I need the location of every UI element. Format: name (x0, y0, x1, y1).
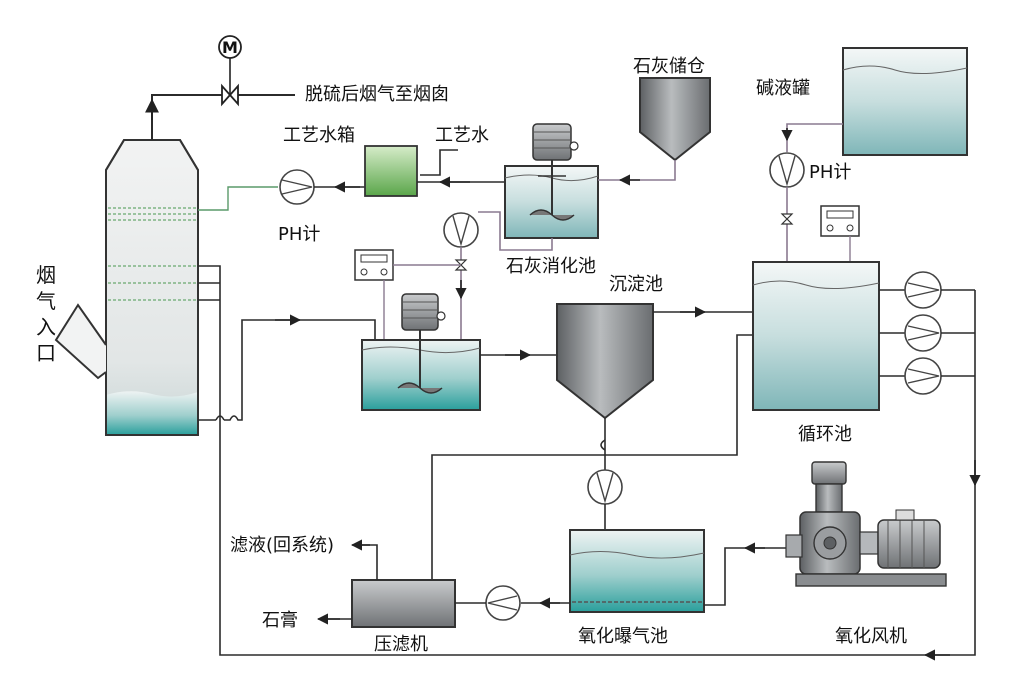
lime-slaking-tank (504, 123, 599, 239)
circulation-tank (752, 261, 880, 411)
sedimentation-tank (556, 303, 654, 420)
ph-meter-left (279, 169, 315, 205)
circulation-pump-2-icon (904, 314, 942, 352)
label-lime-silo: 石灰储仓 (633, 56, 705, 77)
circulation-pump-1-icon (904, 271, 942, 309)
label-filter-press: 压滤机 (374, 634, 428, 655)
motor-label: M (222, 38, 238, 57)
label-process-water-tank: 工艺水箱 (283, 125, 355, 146)
motor-icon (218, 35, 242, 59)
label-gypsum: 石膏 (262, 609, 298, 631)
controller-right (820, 205, 860, 278)
alkali-tank (842, 47, 968, 156)
absorption-tower (54, 139, 199, 436)
filter-feed-pump (485, 585, 521, 621)
ph-sample-line (198, 186, 278, 211)
lime-silo (639, 77, 711, 162)
flue-gas-outlet: M (145, 35, 295, 140)
oxidation-blower (785, 461, 947, 587)
filter-press (351, 579, 456, 628)
label-ph-meter-left: PH计 (278, 224, 320, 245)
label-circulation-tank: 循环池 (798, 424, 852, 445)
ph-meter-right (769, 152, 805, 188)
label-process-water: 工艺水 (435, 125, 489, 146)
label-lime-slaking-tank: 石灰消化池 (506, 256, 596, 277)
label-oxidation-aeration-tank: 氧化曝气池 (578, 626, 668, 647)
label-flue-gas-out: 脱硫后烟气至烟囱 (305, 84, 449, 105)
label-flue-gas-in-2: 气 (36, 289, 56, 313)
label-oxidation-blower: 氧化风机 (835, 626, 907, 647)
label-flue-gas-in-3: 入 (36, 315, 56, 339)
label-flue-gas-in-4: 口 (36, 341, 56, 365)
label-filtrate: 滤液(回系统) (230, 535, 334, 556)
circulation-pump-3-icon (904, 357, 942, 395)
sludge-pump (587, 469, 623, 505)
tower-recirculation-pipes (198, 265, 981, 661)
label-alkali-tank: 碱液罐 (756, 78, 810, 99)
controller-left (354, 249, 461, 345)
process-water-tank (364, 145, 418, 197)
label-ph-meter-right: PH计 (809, 162, 851, 183)
label-flue-gas-in-1: 烟 (36, 263, 56, 287)
oxidation-aeration-tank (569, 529, 705, 613)
lime-dosing-pump (443, 212, 479, 248)
reaction-tank (361, 293, 481, 411)
circulation-pumps (879, 271, 975, 395)
label-sedimentation-tank: 沉淀池 (609, 274, 663, 295)
